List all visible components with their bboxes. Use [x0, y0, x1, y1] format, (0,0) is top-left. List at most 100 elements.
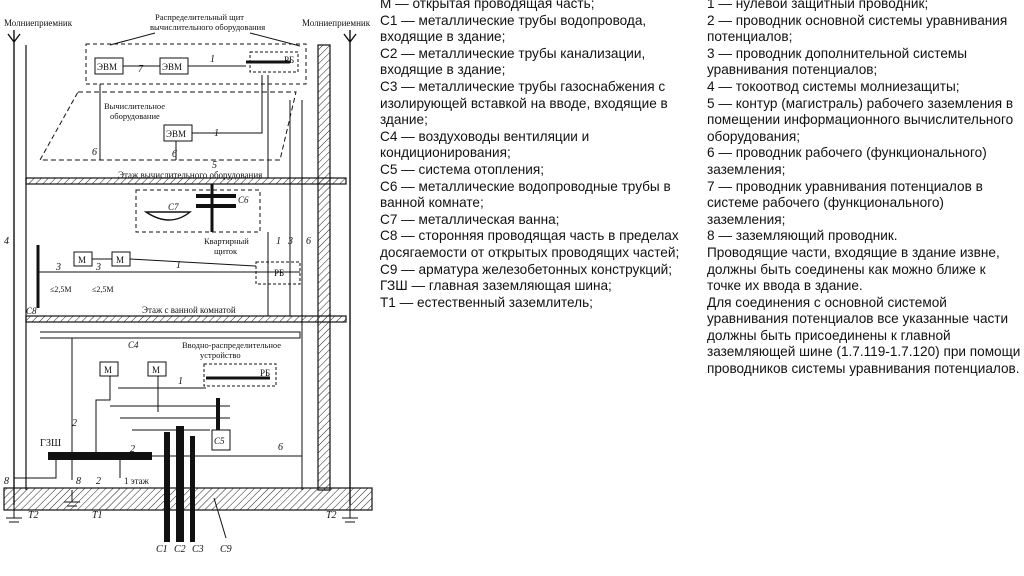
- legend-entry: 3 — проводник дополнительной системы ура…: [707, 45, 967, 78]
- label-c6: C6: [238, 195, 249, 205]
- apartment-panel-2: щиток: [214, 246, 238, 256]
- num-4: 4: [4, 236, 9, 247]
- legend-entry: ГЗШ — главная заземляющая шина;: [380, 278, 612, 294]
- rb-box-bath: [255, 261, 301, 285]
- edm-label-3: ЭВМ: [166, 129, 186, 139]
- rb-label-bath: РБ: [274, 268, 284, 278]
- legend-entry: C8 — сторонняя проводящая часть в предел…: [380, 228, 680, 260]
- num-1-top: 1: [210, 54, 215, 65]
- legend-entry: T1 — естественный заземлитель;: [380, 294, 593, 310]
- legend-entry: C1 — металлические трубы водопровода, вх…: [380, 12, 647, 45]
- num-3-a: 3: [55, 262, 61, 273]
- label-c9: C9: [220, 544, 232, 555]
- legend-entry: C6 — металлические водопроводные трубы в…: [380, 178, 671, 211]
- edm-label-2: ЭВМ: [162, 62, 182, 72]
- legend-entry: 5 — контур (магистраль) рабочего заземле…: [707, 95, 1014, 144]
- num-7: 7: [138, 64, 144, 75]
- label-t1: T1: [92, 510, 103, 521]
- num-6-b: 6: [172, 149, 177, 160]
- heating-box: [211, 429, 231, 451]
- edm-label-1: ЭВМ: [97, 62, 117, 72]
- label-c2: C2: [174, 544, 186, 555]
- input-device-1: Вводно-распределительное: [182, 340, 281, 350]
- distance-2: ≤2,5М: [92, 285, 114, 294]
- grounding-diagram: Молниеприемник Молниеприемник Этаж вычис…: [3, 12, 373, 555]
- gzsh-label: ГЗШ: [40, 438, 61, 449]
- legend-entry: C2 — металлические трубы канализации, вх…: [380, 45, 646, 78]
- m-box-3: [99, 361, 119, 377]
- floor-label-first: 1 этаж: [124, 476, 150, 486]
- panel-title-line2: вычислительного оборудования: [150, 22, 265, 32]
- num-1-bath: 1: [176, 260, 181, 271]
- m-label-1: М: [78, 255, 86, 265]
- num-6-a: 6: [92, 147, 97, 158]
- rb-box-ground: [203, 363, 277, 387]
- m-label-3: М: [104, 365, 112, 375]
- legend-right: 1 — нулевой защитный проводник;2 — прово…: [707, 0, 1022, 378]
- label-c5: C5: [214, 436, 225, 446]
- legend-entry: C4 — воздуховоды вентиляции и кондициони…: [380, 128, 590, 161]
- num-3-b: 3: [95, 262, 101, 273]
- apartment-panel-1: Квартирный: [204, 236, 249, 246]
- num-2-c: 2: [96, 476, 101, 487]
- floor-slabs: [3, 177, 373, 511]
- legend-entry: Для соединения с основной системой уравн…: [707, 294, 1021, 377]
- legend-entry: M — открытая проводящая часть;: [380, 0, 595, 11]
- label-c7: C7: [168, 202, 179, 212]
- earth-electrode-left: [6, 505, 22, 523]
- num-1-mid: 1: [214, 128, 219, 139]
- legend-entry: 1 — нулевой защитный проводник;: [707, 0, 929, 11]
- panel-title-line1: Распределительный щит: [155, 12, 244, 22]
- lightning-label-right: Молниеприемник: [302, 18, 371, 28]
- legend-entry: 6 — проводник рабочего (функционального)…: [707, 145, 987, 177]
- floor-label-bath: Этаж с ванной комнатой: [142, 305, 236, 315]
- computing-label-1: Вычислительное: [104, 101, 165, 111]
- num-6-v: 6: [306, 236, 311, 247]
- num-8-b: 8: [76, 476, 81, 487]
- computing-panel-frame: [85, 43, 307, 85]
- m-box-4: [147, 361, 167, 377]
- legend-entry: C3 — металлические трубы газоснабжения с…: [380, 78, 668, 128]
- legend-entry: 7 — проводник уравнивания потенциалов в …: [707, 178, 983, 227]
- input-device-2: устройство: [200, 350, 241, 360]
- legend-entry: C9 — арматура железобетонных конструкций…: [380, 261, 673, 277]
- rb-label-ground: РБ: [260, 368, 270, 378]
- earth-electrode-mid: [64, 490, 80, 507]
- bathtub: [143, 211, 192, 221]
- lightning-label-left: Молниеприемник: [4, 18, 73, 28]
- label-c4: C4: [128, 340, 139, 350]
- rb-label-top: РБ: [284, 55, 294, 65]
- legend-middle: M — открытая проводящая часть;C1 — метал…: [380, 0, 705, 311]
- computing-label-2: оборудование: [110, 111, 160, 121]
- lightning-rod-left: [7, 30, 21, 505]
- ventilation-duct: [40, 331, 301, 339]
- num-1-v: 1: [276, 236, 281, 247]
- floor-label-computing: Этаж вычислительного оборудования: [118, 170, 262, 180]
- num-5: 5: [212, 160, 217, 171]
- label-c3: C3: [192, 544, 204, 555]
- legend-entry: C5 — система отопления;: [380, 161, 545, 177]
- num-2-a: 2: [72, 418, 77, 429]
- building-wall: [317, 44, 331, 491]
- lightning-rod-right: [343, 30, 357, 505]
- legend-entry: Проводящие части, входящие в здание извн…: [707, 244, 1000, 294]
- m-label-4: М: [152, 365, 160, 375]
- main-grounding-bus: [48, 452, 152, 460]
- bath-frame: [135, 189, 261, 233]
- earth-electrode-right: [342, 505, 358, 523]
- num-1-ground: 1: [178, 376, 183, 387]
- num-8-a: 8: [4, 476, 9, 487]
- num-6-ground: 6: [278, 442, 283, 453]
- computing-room-frame: [39, 91, 297, 161]
- incoming-pipes: [164, 426, 195, 542]
- distance-1: ≤2,5М: [50, 285, 72, 294]
- label-t2-right: T2: [326, 510, 337, 521]
- num-2-b: 2: [130, 444, 135, 455]
- label-t2-left: T2: [28, 510, 39, 521]
- legend-entry: 8 — заземляющий проводник.: [707, 228, 898, 244]
- label-c8: C8: [26, 306, 37, 316]
- legend-entry: C7 — металлическая ванна;: [380, 211, 560, 227]
- label-c1: C1: [156, 544, 168, 555]
- legend-entry: 2 — проводник основной системы уравниван…: [707, 12, 1008, 45]
- m-label-2: М: [116, 255, 124, 265]
